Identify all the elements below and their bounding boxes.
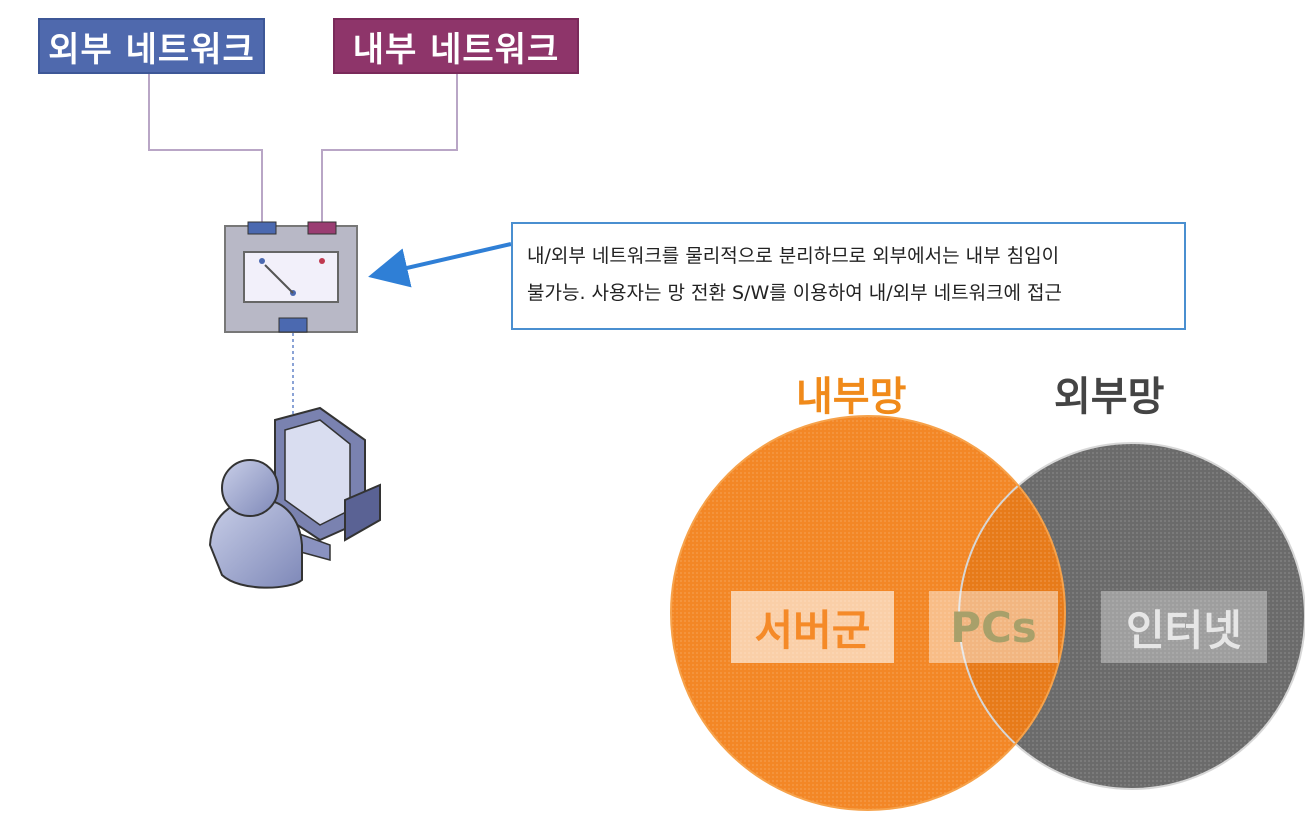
server-group-label: 서버군 (731, 591, 894, 663)
connection-lines (148, 74, 458, 432)
internal-network-title: 내부망 (796, 374, 907, 420)
callout-box: 내/외부 네트워크를 물리적으로 분리하므로 외부에서는 내부 침입이 불가능.… (511, 222, 1186, 330)
external-network-title: 외부망 (1054, 374, 1165, 420)
internet-label: 인터넷 (1101, 591, 1267, 663)
callout-arrow (368, 242, 512, 288)
network-switch-icon (224, 221, 358, 333)
callout-line-2: 불가능. 사용자는 망 전환 S/W를 이용하여 내/외부 네트워크에 접근 (527, 282, 1063, 304)
external-network-box: 외부 네트워크 (38, 18, 265, 74)
user-computer-icon (208, 406, 381, 589)
internal-network-box: 내부 네트워크 (333, 18, 579, 74)
pcs-label: PCs (929, 591, 1058, 663)
callout-line-1: 내/외부 네트워크를 물리적으로 분리하므로 외부에서는 내부 침입이 (527, 245, 1060, 267)
